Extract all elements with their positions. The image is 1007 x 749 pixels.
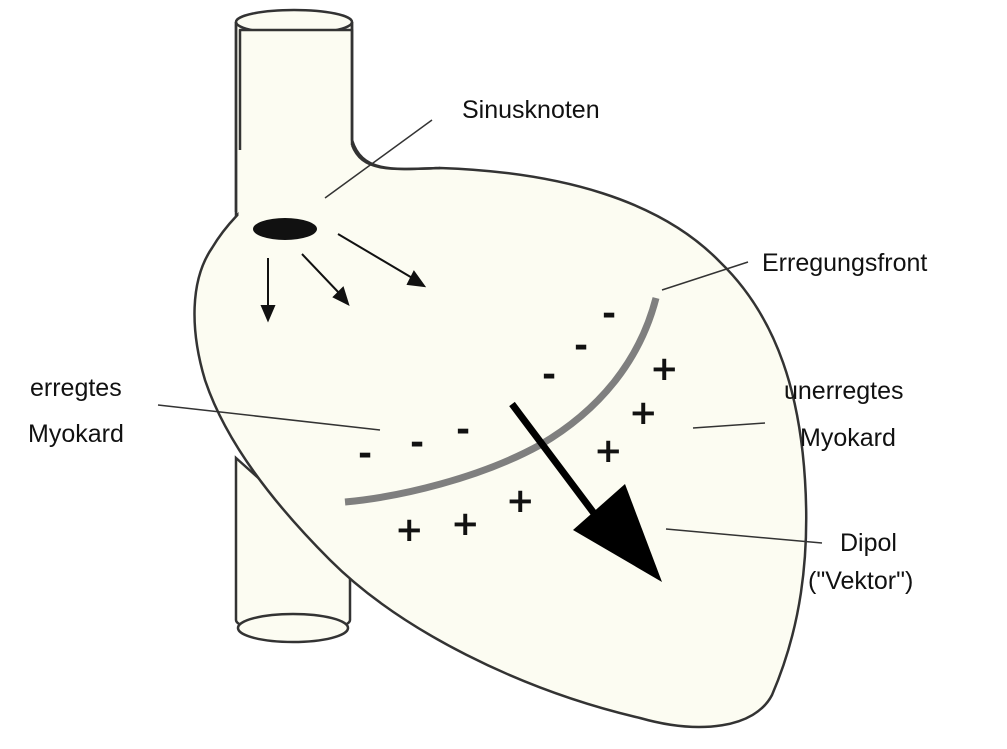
label-dipol-line1: Dipol	[840, 529, 897, 557]
label-unerregtes-myokard-line1: unerregtes	[784, 377, 904, 405]
charge-positive: +	[650, 349, 679, 389]
charge-positive: +	[594, 431, 623, 471]
label-erregtes-myokard-line2: Myokard	[28, 420, 124, 448]
label-unerregtes-myokard-line2: Myokard	[800, 424, 896, 452]
charge-negative: -	[358, 434, 372, 474]
charge-positive: +	[506, 481, 535, 521]
charge-positive: +	[395, 510, 424, 550]
charge-positive: +	[451, 504, 480, 544]
vena-cava-bottom-opening	[238, 614, 348, 642]
charge-positive: +	[629, 393, 658, 433]
charge-negative: -	[410, 423, 424, 463]
label-erregtes-myokard-line1: erregtes	[30, 374, 122, 402]
sinus-node	[253, 218, 317, 240]
label-sinusknoten: Sinusknoten	[462, 96, 600, 124]
charge-negative: -	[456, 410, 470, 450]
charge-negative: -	[542, 355, 556, 395]
label-erregungsfront: Erregungsfront	[762, 249, 927, 277]
charge-negative: -	[602, 294, 616, 334]
label-dipol-line2: ("Vektor")	[808, 567, 913, 595]
charge-negative: -	[574, 326, 588, 366]
